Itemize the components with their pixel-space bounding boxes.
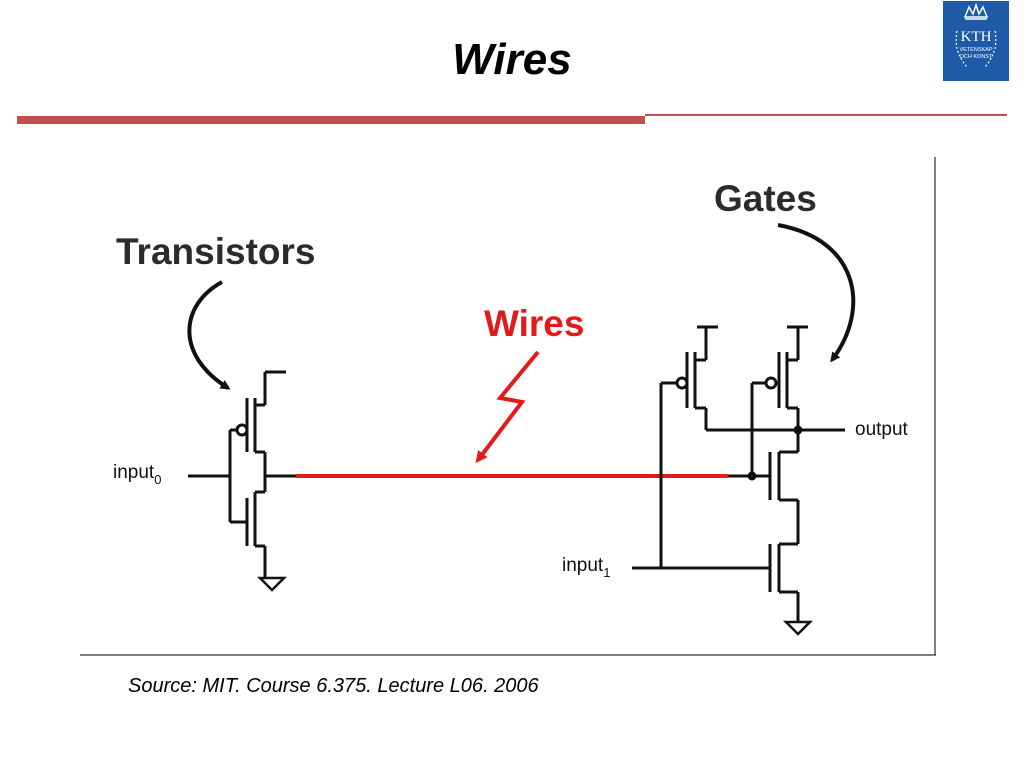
label-input1: input1	[562, 555, 610, 580]
label-input1-base: input	[562, 555, 604, 576]
gates-pointer-arrow	[777, 223, 856, 363]
inverter-transistors	[188, 370, 296, 592]
source-citation: Source: MIT. Course 6.375. Lecture L06. …	[128, 675, 539, 697]
title-rule-thin	[645, 114, 1007, 116]
label-input0-sub: 0	[154, 472, 161, 487]
logo-text-line1: VETENSKAP	[959, 47, 992, 53]
nand-gate	[632, 325, 845, 636]
junction-dot-input	[747, 471, 757, 481]
wires-pointer-arrow	[475, 350, 540, 464]
crown-icon	[963, 2, 989, 20]
title-rule-thick	[17, 116, 645, 124]
label-output: output	[855, 419, 909, 440]
transistors-pointer-arrow	[187, 280, 231, 390]
label-input0-base: input	[113, 462, 155, 483]
junction-dot-output	[793, 425, 803, 435]
label-input1-sub: 1	[603, 565, 610, 580]
label-transistors: Transistors	[116, 231, 315, 272]
label-input0: input0	[113, 462, 161, 487]
kth-logo: KTH VETENSKAP OCH KONST	[943, 1, 1009, 81]
diagram-frame	[80, 157, 936, 656]
slide-title: Wires	[452, 35, 572, 84]
logo-text-main: KTH	[961, 29, 992, 45]
logo-text-line2: OCH KONST	[960, 54, 993, 60]
label-wires: Wires	[484, 303, 584, 344]
label-gates: Gates	[714, 178, 817, 219]
